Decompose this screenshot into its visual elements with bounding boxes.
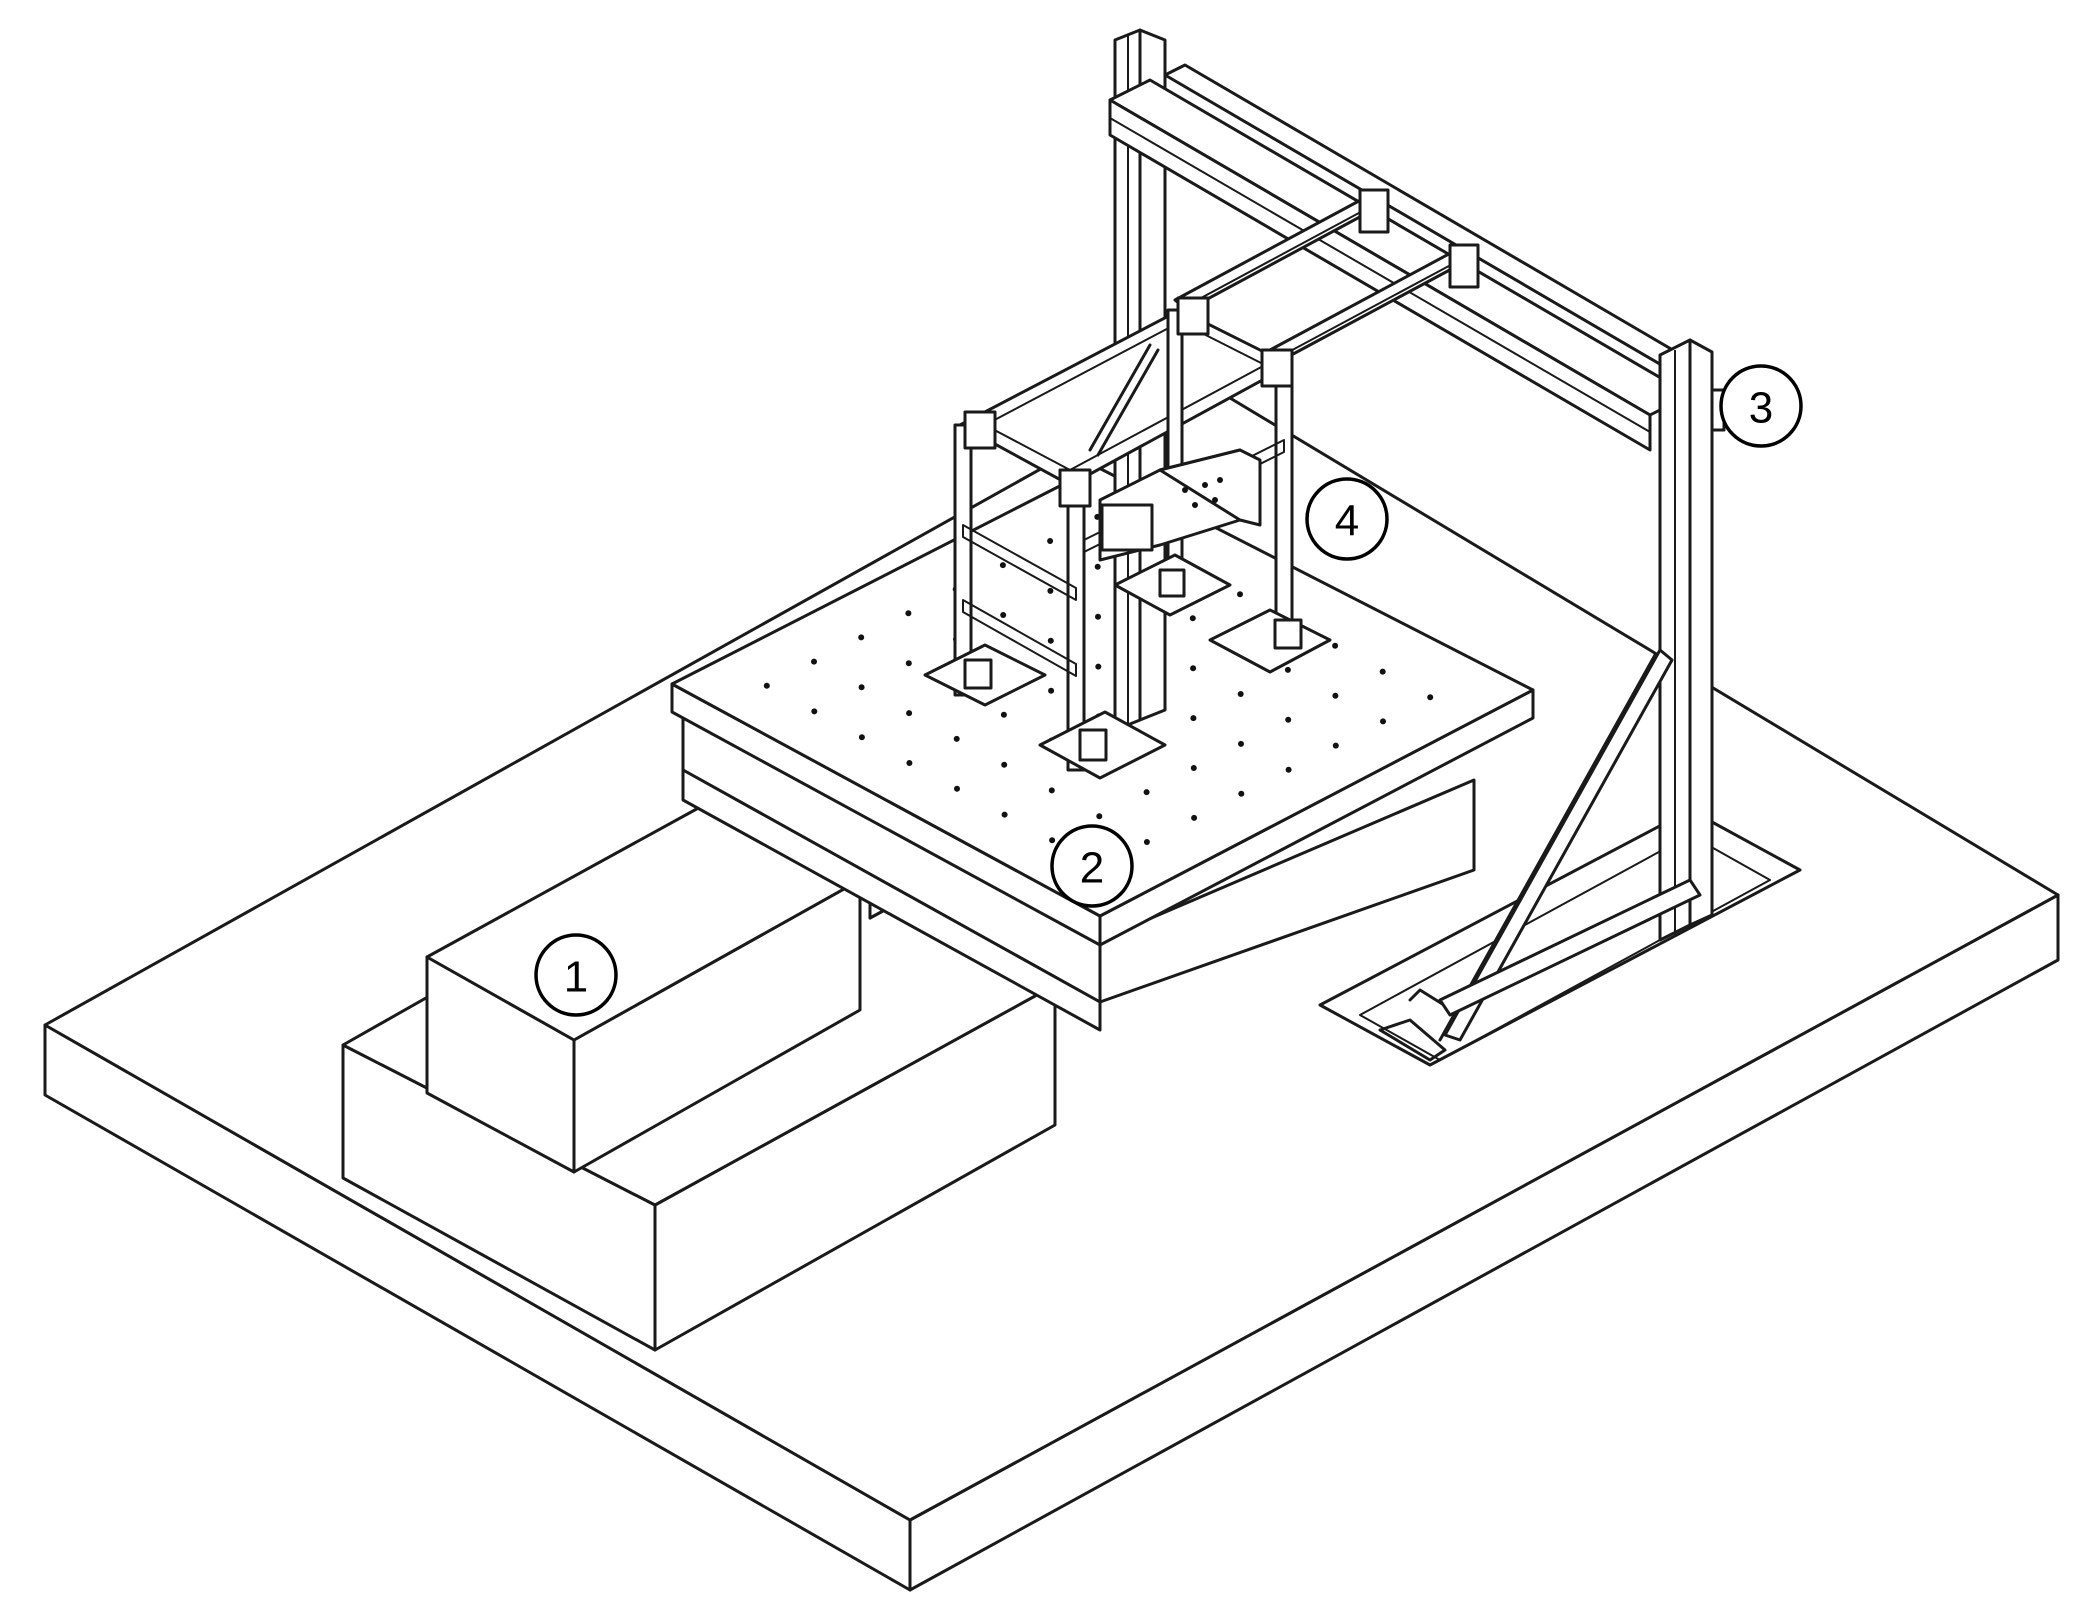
callout-1-label: 1	[564, 953, 588, 1002]
bolt-hole	[1285, 766, 1292, 773]
reaction-frame	[1108, 28, 1726, 1042]
bolt-hole	[1190, 765, 1197, 771]
callout-3: 3	[1719, 364, 1803, 448]
bolt-hole	[811, 708, 818, 715]
bolt-hole	[1095, 613, 1101, 620]
bolt-hole	[1189, 615, 1196, 622]
bolt-hole	[1001, 811, 1008, 818]
bolt-hole	[1048, 687, 1055, 694]
bolt-hole	[1379, 668, 1386, 675]
shake-table	[670, 465, 1535, 1032]
bolt-hole	[906, 760, 913, 766]
bolt-hole	[1238, 740, 1244, 747]
bolt-hole	[1284, 666, 1291, 673]
bolt-hole	[1332, 742, 1339, 749]
bolt-hole	[763, 682, 770, 689]
callout-2-label: 2	[1080, 844, 1104, 893]
bolt-hole	[1238, 790, 1245, 797]
bolt-hole	[1095, 663, 1102, 670]
bolt-hole	[1237, 691, 1244, 697]
bolt-hole	[1047, 587, 1054, 594]
bolt-hole	[1047, 637, 1054, 644]
bolt-hole	[1237, 591, 1243, 598]
bolt-hole	[1380, 718, 1386, 725]
bolt-hole	[906, 710, 913, 717]
bolt-hole	[811, 658, 817, 665]
bolt-hole	[1427, 694, 1434, 701]
bolt-hole	[999, 562, 1006, 569]
bolt-hole	[1049, 837, 1056, 844]
bolt-hole	[954, 785, 960, 792]
callout-2: 2	[1050, 824, 1134, 908]
bolt-hole	[1191, 814, 1198, 821]
bolt-hole	[1190, 715, 1197, 722]
bolt-hole	[1096, 813, 1103, 820]
bolt-hole	[953, 735, 960, 742]
bolt-hole	[1000, 711, 1007, 718]
bolt-hole	[1332, 692, 1339, 699]
bolt-hole	[1048, 787, 1055, 794]
bolt-hole	[858, 684, 865, 691]
bolt-hole	[905, 660, 912, 667]
specimen-frame	[923, 188, 1480, 780]
bolt-hole	[1143, 789, 1150, 796]
bolt-hole	[1094, 563, 1101, 570]
callout-1: 1	[534, 933, 618, 1017]
bolt-hole	[1001, 761, 1008, 768]
bolt-hole	[1047, 538, 1054, 544]
bolt-hole	[1000, 612, 1007, 618]
bolt-hole	[858, 634, 865, 641]
bolt-hole	[1190, 665, 1197, 672]
bolt-hole	[858, 734, 865, 741]
bolt-hole	[1143, 839, 1150, 845]
bolt-hole	[1285, 716, 1292, 723]
bolt-hole	[905, 610, 912, 617]
callout-4-label: 4	[1335, 497, 1359, 546]
callout-4: 4	[1305, 477, 1389, 561]
callout-3-label: 3	[1749, 384, 1773, 433]
bolt-hole	[1332, 642, 1339, 649]
